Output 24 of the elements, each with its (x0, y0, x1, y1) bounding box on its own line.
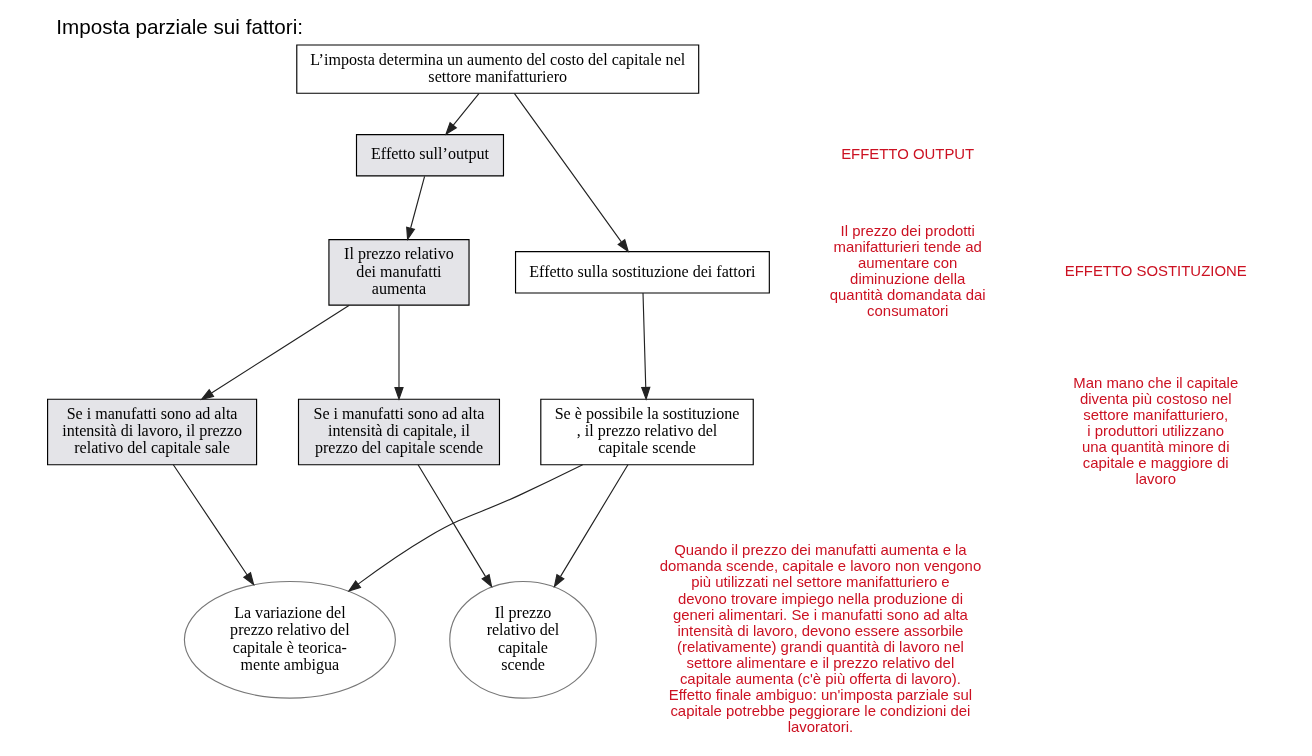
label: Il prezzo dei prodotti manifatturieri tende ad aumentare con diminuzione della quantità domandata dai consumatori (829, 222, 986, 320)
arrow (393, 304, 404, 401)
arrow (417, 464, 492, 589)
arrow (347, 464, 583, 593)
node-box: Se i manufatti sono ad alta intensità di capitale, il prezzo del capitale scende (297, 398, 500, 466)
label: EFFETTO OUTPUT (840, 145, 974, 163)
node-box: Effetto sulla sostituzione dei fattori (514, 251, 770, 294)
arrow (172, 464, 255, 586)
label: Man mano che il capitale diventa più costoso nel settore manifatturiero, i produttori utilizzano una quantità minore di capitale e maggiore di lavoro (1072, 373, 1238, 488)
arrow (553, 464, 628, 589)
node-box: Il prezzo relativo dei manufatti aumenta (327, 239, 470, 306)
arrow (405, 175, 425, 241)
arrow (513, 92, 629, 253)
label: EFFETTO SOSTITUZIONE (1064, 262, 1247, 280)
label: Quando il prezzo dei manufatti aumenta e la domanda scende, capitale e lavoro non vengono più utilizzati nel settore manifatturiero e devono trovare impiego nella produzione di generi alimentari. Se i manufatti sono ad alta intensità di lavoro, devono essere assorbile (relativamente) grandi quantità di lavoro nel settore alimentare e il prezzo relativo del capitale aumenta (c'è più offerta di lavoro). Effetto finale ambiguo: un'imposta parziale sul capitale potrebbe peggiorare le condizioni dei lavoratori. (659, 541, 981, 736)
node-box: L’imposta determina un aumento del costo del capitale nel settore manifatturiero (295, 44, 699, 94)
arrow (199, 304, 350, 401)
diagram-title: Imposta parziale sui fattori: (55, 14, 303, 38)
node-ellipse: Il prezzo relativo del capitale scende (448, 580, 597, 699)
node-box: Se i manufatti sono ad alta intensità di lavoro, il prezzo relativo del capitale sale (46, 398, 257, 466)
arrow (640, 292, 651, 401)
node-box: Effetto sull’output (355, 133, 504, 177)
arrow (444, 93, 479, 136)
node-box: Se è possibile la sostituzione , il prezzo relativo del capitale scende (539, 398, 754, 466)
